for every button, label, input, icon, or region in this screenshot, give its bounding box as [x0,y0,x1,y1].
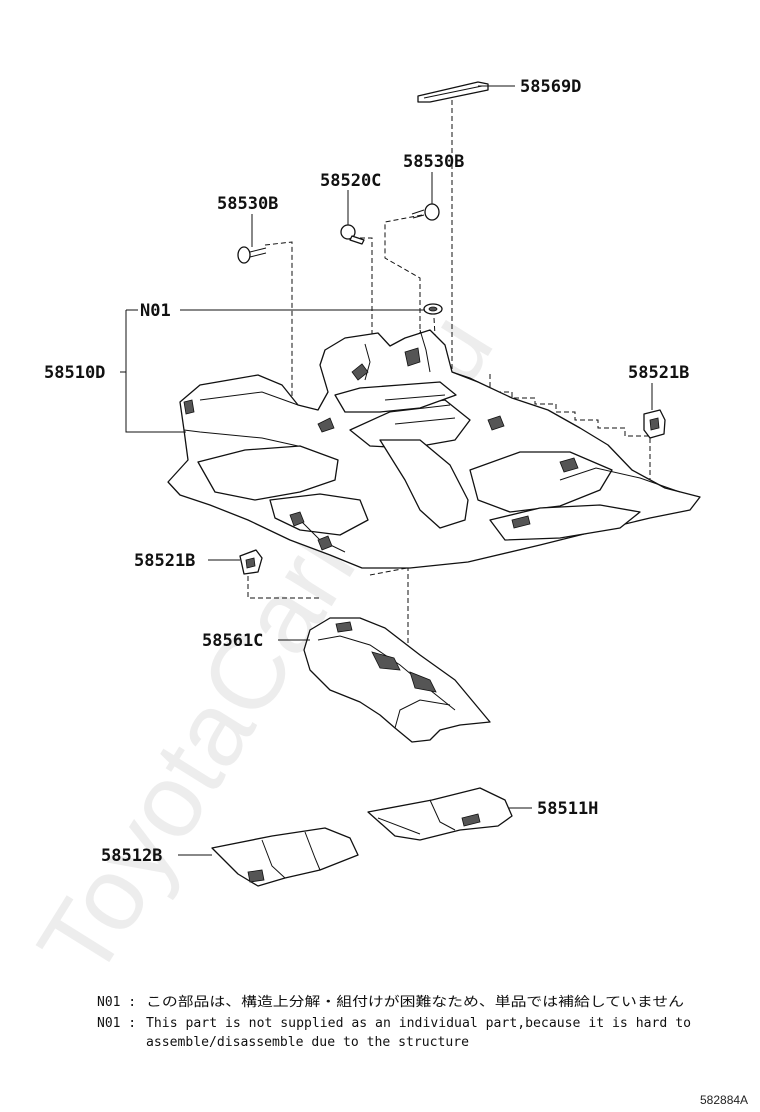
note-jp-text: この部品は、構造上分解・組付けが困難なため、単品では補給していません [146,994,684,1010]
part-58510D-floor-carpet[interactable] [167,329,701,569]
leader-lines [120,85,653,856]
clip-58521B-left[interactable] [239,549,263,575]
label-58521B-right[interactable]: 58521B [628,363,689,383]
part-58512B-front-mat[interactable] [211,827,359,887]
label-58520C[interactable]: 58520C [320,171,381,191]
part-58511H-front-mat[interactable] [367,787,513,841]
label-58510D[interactable]: 58510D [44,363,105,383]
label-N01[interactable]: N01 [140,301,171,321]
label-58530B-right[interactable]: 58530B [403,152,464,172]
note-jp-prefix: N01 : [97,995,136,1010]
label-58512B[interactable]: 58512B [101,846,162,866]
clip-58530B-left[interactable] [237,246,267,264]
part-58569D-trim-strip[interactable] [417,81,489,103]
screw-58520C[interactable] [340,224,365,245]
grommet-N01[interactable] [423,303,443,315]
label-58569D[interactable]: 58569D [520,77,581,97]
note-en-line1: This part is not supplied as an individu… [146,1016,691,1031]
label-58521B-left[interactable]: 58521B [134,551,195,571]
part-58561C-console-carpet[interactable] [303,617,491,743]
note-en-prefix: N01 : [97,1016,136,1031]
label-58530B-left[interactable]: 58530B [217,194,278,214]
clip-58530B-right[interactable] [411,203,440,221]
label-58511H[interactable]: 58511H [537,799,598,819]
diagram-code: 582884A [700,1093,748,1107]
label-58561C[interactable]: 58561C [202,631,263,651]
clip-58521B-right[interactable] [643,409,666,439]
footnotes: N01 : この部品は、構造上分解・組付けが困難なため、単品では補給していません… [97,994,691,1050]
part-labels: 58569D 58530B 58520C 58530B N01 58510D 5… [44,77,689,866]
note-en-line2: assemble/disassemble due to the structur… [146,1035,469,1050]
